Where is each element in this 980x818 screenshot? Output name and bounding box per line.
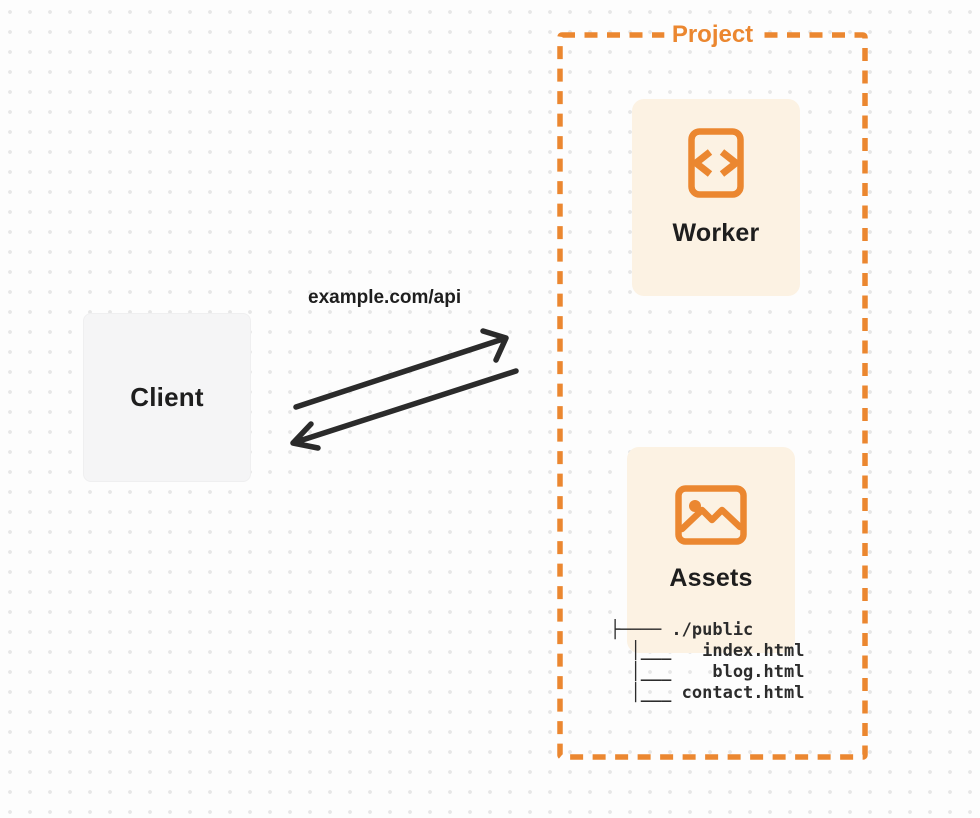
file-tree-line: │___ index.html <box>610 641 805 661</box>
client-label: Client <box>130 382 204 412</box>
file-tree-line: │___ contact.html <box>610 683 805 703</box>
project-dashed-border <box>557 32 868 760</box>
response-arrow <box>290 368 519 451</box>
project-container: Project Worker Assets ├──── ./public │__… <box>557 20 868 760</box>
request-arrow <box>293 328 509 410</box>
assets-node: Assets <box>627 447 795 653</box>
project-title: Project <box>663 20 762 50</box>
file-tree-line: │___ blog.html <box>610 662 805 682</box>
request-url-label: example.com/api <box>308 287 462 308</box>
file-tree-line: ├──── ./public <box>610 620 754 640</box>
image-icon <box>675 485 747 545</box>
code-icon <box>688 128 744 198</box>
worker-node: Worker <box>632 99 800 296</box>
worker-label: Worker <box>672 219 760 247</box>
file-tree: ├──── ./public │___ index.html │___ blog… <box>610 620 804 704</box>
assets-label: Assets <box>669 564 753 592</box>
client-node: Client <box>83 313 251 482</box>
